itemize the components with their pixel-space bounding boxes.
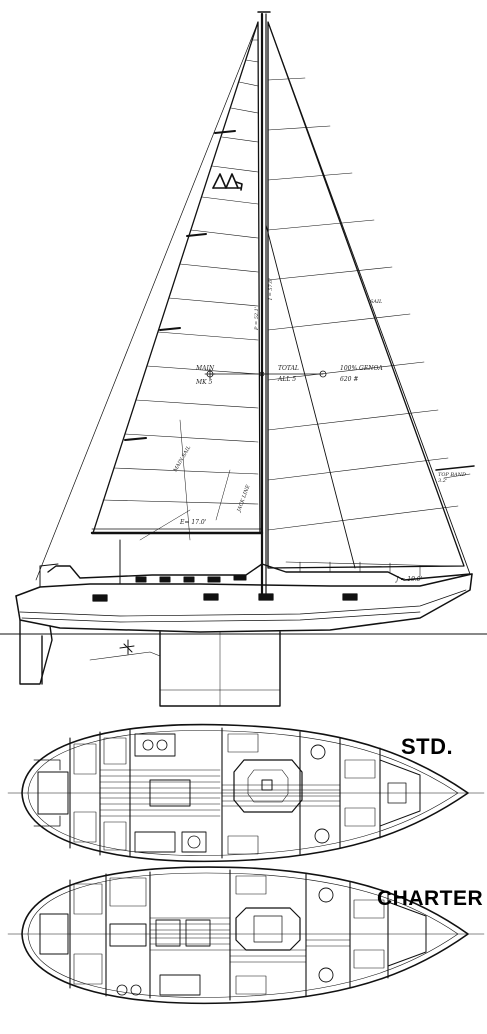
- svg-text:100% GENOA: 100% GENOA: [340, 365, 383, 372]
- propeller-icon: [119, 639, 135, 655]
- rudder: [19, 619, 53, 685]
- svg-text:JACK LINE: JACK LINE: [236, 484, 252, 514]
- center-of-effort-marks: [204, 368, 327, 380]
- hull-profile: [15, 539, 473, 633]
- backstay: [35, 21, 259, 581]
- svg-text:MAIN: MAIN: [195, 365, 215, 372]
- charter-plan-label: CHARTER: [377, 887, 484, 910]
- svg-text:3.2': 3.2': [438, 478, 447, 484]
- svg-text:E= 17.0': E= 17.0': [179, 519, 207, 526]
- svg-text:I = 57.0': I = 57.0': [268, 278, 274, 301]
- charter-deck-plan: [7, 866, 485, 1005]
- mast: [257, 11, 271, 598]
- genoa: [267, 21, 465, 569]
- svg-text:SAIL: SAIL: [370, 299, 383, 305]
- svg-text:620 #: 620 #: [340, 376, 358, 383]
- svg-text:TOP BAND: TOP BAND: [438, 472, 466, 478]
- class-logo-icon: [212, 173, 243, 191]
- std-plan-label: STD.: [401, 734, 454, 759]
- forestay: [265, 21, 471, 575]
- svg-text:ALL 5: ALL 5: [277, 376, 296, 383]
- keel: [159, 631, 281, 707]
- svg-text:TOTAL: TOTAL: [278, 365, 299, 372]
- mainsail: [90, 21, 264, 541]
- svg-text:MK 5: MK 5: [195, 379, 213, 386]
- svg-text:P = 52.1': P = 52.1': [254, 307, 260, 331]
- std-deck-plan: [7, 723, 485, 863]
